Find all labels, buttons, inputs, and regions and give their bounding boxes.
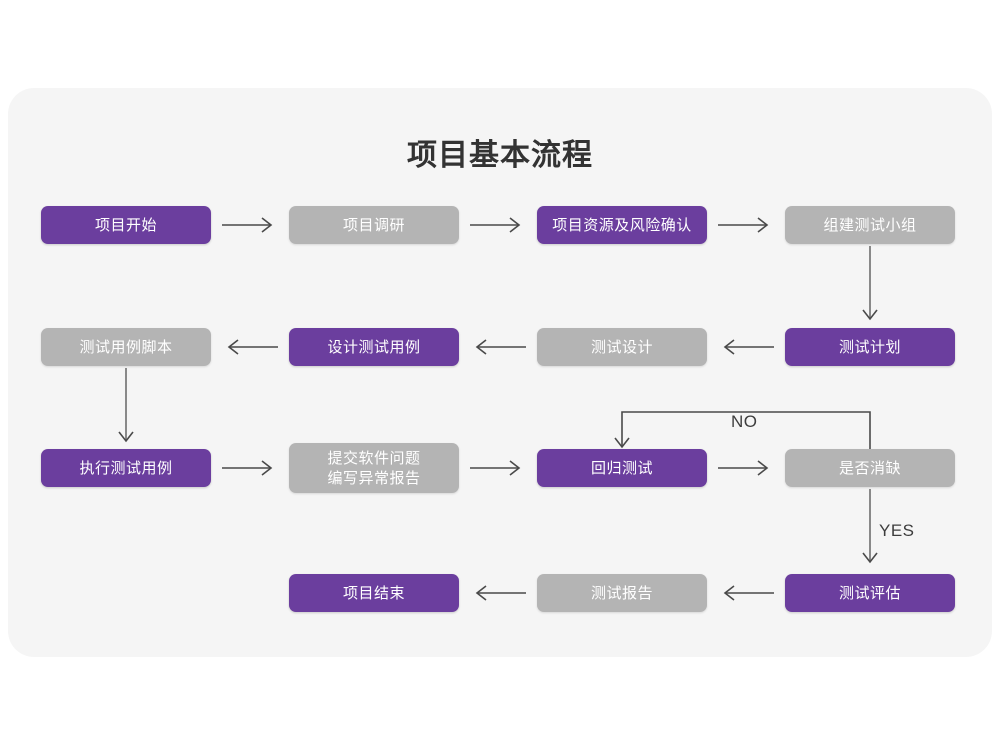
node-design-test-case[interactable]: 设计测试用例 [289,328,459,366]
node-submit-issue-report[interactable]: 提交软件问题 编写异常报告 [289,443,459,493]
flowchart-card [8,88,992,657]
node-label: 项目资源及风险确认 [552,216,692,234]
page-title: 项目基本流程 [407,138,593,173]
node-label: 回归测试 [590,459,653,477]
node-label: 测试评估 [838,584,901,602]
node-test-case-script[interactable]: 测试用例脚本 [41,328,211,366]
node-label: 项目开始 [94,216,157,234]
node-project-end[interactable]: 项目结束 [289,574,459,612]
edge-label-yes: YES [879,521,915,540]
node-label: 执行测试用例 [79,459,173,477]
node-defect-resolved-decision[interactable]: 是否消缺 [785,449,955,487]
node-label: 测试计划 [838,338,901,356]
node-label: 组建测试小组 [823,216,917,234]
node-label: 项目结束 [342,584,405,602]
node-project-research[interactable]: 项目调研 [289,206,459,244]
node-test-report[interactable]: 测试报告 [537,574,707,612]
node-execute-test-case[interactable]: 执行测试用例 [41,449,211,487]
node-label-line2: 编写异常报告 [327,469,421,487]
node-test-design[interactable]: 测试设计 [537,328,707,366]
edge-label-no: NO [731,412,758,431]
node-label: 测试报告 [590,584,653,602]
node-project-start[interactable]: 项目开始 [41,206,211,244]
node-test-plan[interactable]: 测试计划 [785,328,955,366]
node-resource-risk-confirm[interactable]: 项目资源及风险确认 [537,206,707,244]
node-label-line1: 提交软件问题 [327,449,421,467]
node-test-evaluation[interactable]: 测试评估 [785,574,955,612]
node-label: 测试用例脚本 [79,338,173,356]
node-label: 是否消缺 [838,459,901,477]
node-form-test-team[interactable]: 组建测试小组 [785,206,955,244]
node-label: 测试设计 [590,338,653,356]
node-label: 设计测试用例 [327,338,421,356]
node-label: 项目调研 [342,216,405,234]
node-regression-test[interactable]: 回归测试 [537,449,707,487]
